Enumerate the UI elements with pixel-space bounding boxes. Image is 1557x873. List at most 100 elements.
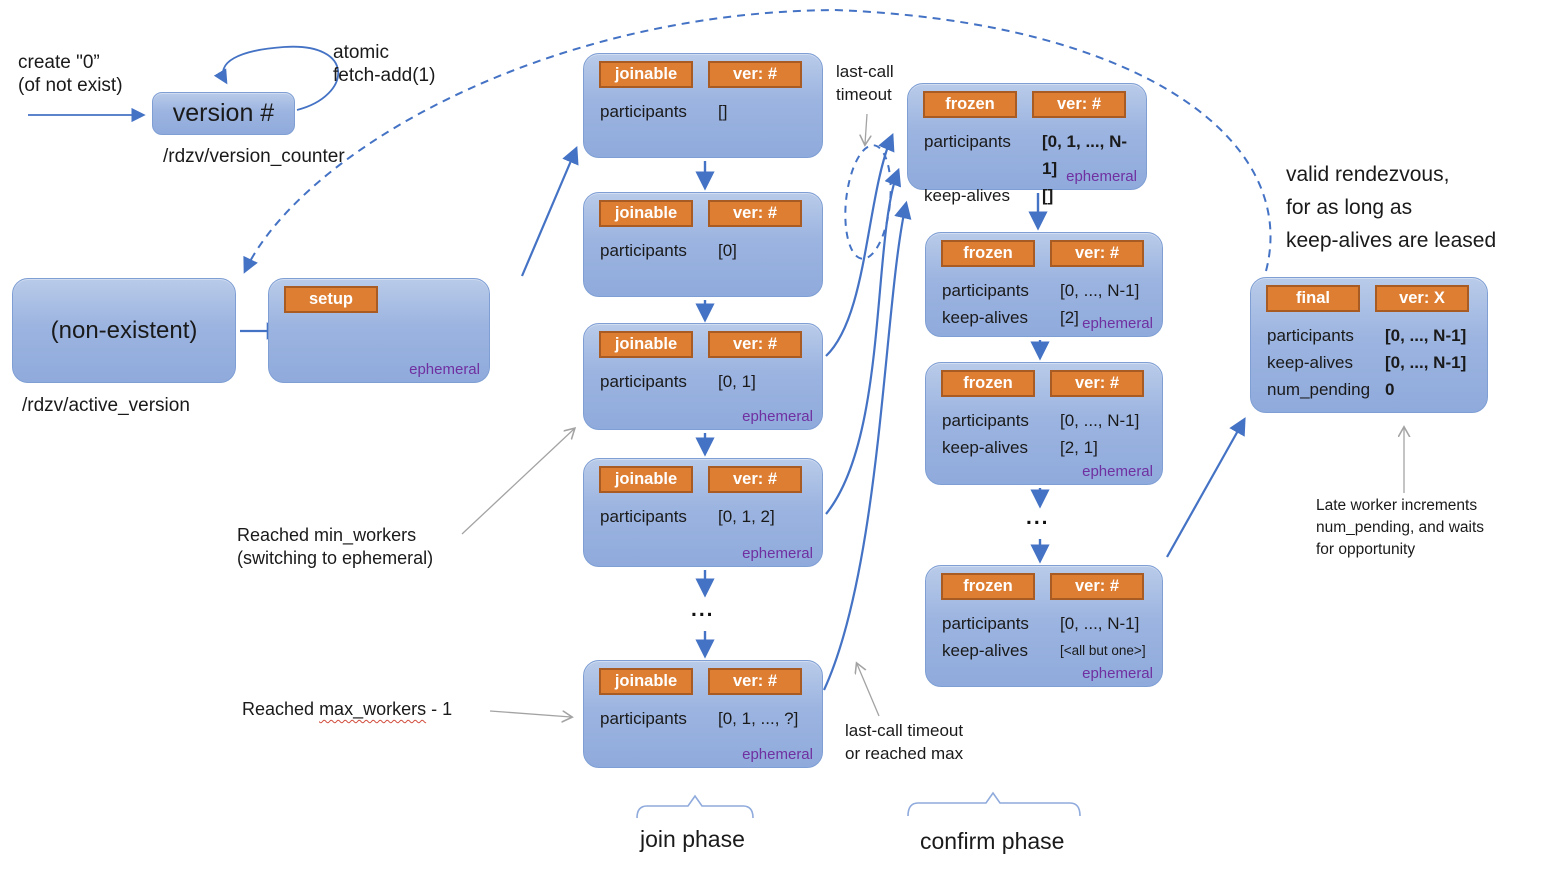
arrow-joinable5-to-frozen: [823, 200, 912, 691]
field-value: [0, ..., N-1]: [1060, 411, 1140, 430]
field-key: participants: [600, 372, 687, 391]
version-counter-box-label: version #: [172, 99, 275, 127]
version-tag: ver: #: [1032, 91, 1126, 118]
field-value: [0, 1]: [718, 372, 756, 391]
state-fields: participants [0, ..., N-1] keep-alives[<al…: [942, 610, 1152, 664]
state-tag: joinable: [599, 466, 693, 493]
field-value: [0, ..., N-1]: [1060, 614, 1140, 633]
active-version-path: /rdzv/active_version: [22, 395, 190, 416]
field-key: participants: [600, 102, 687, 121]
field-row: participants [0, 1]: [600, 368, 812, 395]
late-worker-label: Late worker increments num_pending, and …: [1316, 497, 1485, 558]
version-tag: ver: #: [708, 466, 802, 493]
field-row: participants [0, ..., N-1]: [942, 610, 1152, 637]
field-row: keep-alives[<all but one>]: [942, 637, 1152, 664]
confirm-phase-bracket: [907, 791, 1081, 817]
ephemeral-label: ephemeral: [1082, 315, 1153, 332]
reached-max-workers-label: Reached max_workers - 1: [242, 698, 452, 721]
version-counter-path: /rdzv/version_counter: [163, 146, 345, 167]
field-value: [2]: [1060, 308, 1079, 327]
state-tag: joinable: [599, 668, 693, 695]
joinable-ellipsis: ...: [691, 598, 715, 621]
state-tag: final: [1266, 285, 1360, 312]
setup-state-box: setup ephemeral: [268, 278, 490, 383]
arrow-reached-max-label: [489, 710, 571, 717]
state-fields: participants [0, 1]: [600, 368, 812, 395]
state-tag-row: joinable ver: #: [599, 200, 802, 227]
arrow-frozen-to-final: [1166, 417, 1246, 558]
version-tag: ver: #: [1050, 573, 1144, 600]
non-existent-box: (non-existent): [12, 278, 236, 383]
arrow-fetch-add-self-loop: [213, 45, 340, 111]
state-fields: participants[0, ..., N-1]keep-alives[2]: [942, 277, 1152, 331]
last-call-timeout-label: last-call timeout: [836, 62, 894, 104]
field-value: [0, 1, ..., N-1]: [1042, 132, 1128, 178]
state-tag: frozen: [941, 240, 1035, 267]
state-tag: frozen: [923, 91, 1017, 118]
field-row: keep-alives[2]: [942, 304, 1152, 331]
version-tag: ver: #: [708, 61, 802, 88]
last-call-or-max-label: last-call timeout or reached max: [845, 721, 964, 763]
version-tag: ver: #: [1050, 370, 1144, 397]
version-tag: ver: #: [708, 200, 802, 227]
field-value: 0: [1385, 380, 1395, 399]
field-row: participants[0, ..., N-1]: [942, 277, 1152, 304]
arrow-last-call-or-max-label: [857, 664, 880, 717]
atomic-fetch-add-label: atomic fetch-add(1): [333, 42, 436, 86]
field-value: []: [718, 102, 728, 121]
version-tag: ver: #: [708, 668, 802, 695]
field-row: participants[0, ..., N-1]: [1267, 322, 1477, 349]
field-row: keep-alives[2, 1]: [942, 434, 1152, 461]
arrow-setup-to-joinable: [520, 145, 579, 277]
join-phase-label: join phase: [640, 826, 745, 852]
state-box-joinable-max: joinable ver: # participants[0, 1, ..., ?]…: [583, 660, 823, 768]
field-row: participants[0, 1, ..., N-1]: [924, 128, 1136, 182]
field-key: participants: [1267, 326, 1354, 345]
field-row: participants [0]: [600, 237, 812, 264]
field-row: participants[0, 1, 2]: [600, 503, 812, 530]
field-key: participants: [942, 614, 1029, 633]
ephemeral-label: ephemeral: [1082, 665, 1153, 682]
state-fields: participants [0, ..., N-1] keep-alives[2, …: [942, 407, 1152, 461]
reached-max-prefix: Reached: [242, 699, 320, 719]
state-fields: participants [0]: [600, 237, 812, 264]
arrow-last-call-label: [865, 113, 867, 144]
field-key: keep-alives: [1267, 353, 1353, 372]
version-tag: ver: #: [708, 331, 802, 358]
state-tag-row: frozen ver: #: [941, 240, 1144, 267]
field-row: keep-alives []: [924, 182, 1136, 209]
ephemeral-label: ephemeral: [742, 746, 813, 763]
field-value: []: [1042, 186, 1054, 205]
field-row: participants []: [600, 98, 812, 125]
field-key: participants: [942, 281, 1029, 300]
version-tag: ver: #: [1050, 240, 1144, 267]
create-zero-label: create "0” (of not exist): [18, 52, 123, 96]
frozen-ellipsis: ...: [1026, 506, 1050, 529]
state-fields: participants[0, 1, ..., ?]: [600, 705, 812, 732]
state-fields: participants[0, ..., N-1] keep-alives [0, …: [1267, 322, 1477, 403]
field-key: keep-alives: [924, 186, 1010, 205]
state-tag-row: frozen ver: #: [923, 91, 1126, 118]
field-key: keep-alives: [942, 438, 1028, 457]
confirm-phase-label: confirm phase: [920, 828, 1065, 854]
reached-max-suffix: - 1: [426, 699, 453, 719]
state-box-frozen-2: frozen ver: # participants[0, ..., N-1]kee…: [925, 232, 1163, 337]
reached-max-word: max_workers: [319, 699, 427, 719]
field-value: [0, ..., N-1]: [1385, 353, 1467, 372]
state-fields: participants[0, 1, 2]: [600, 503, 812, 530]
state-fields: participants []: [600, 98, 812, 125]
state-tag: joinable: [599, 200, 693, 227]
field-key: participants: [600, 241, 687, 260]
field-key: participants: [942, 411, 1029, 430]
field-value: [0]: [718, 241, 737, 260]
